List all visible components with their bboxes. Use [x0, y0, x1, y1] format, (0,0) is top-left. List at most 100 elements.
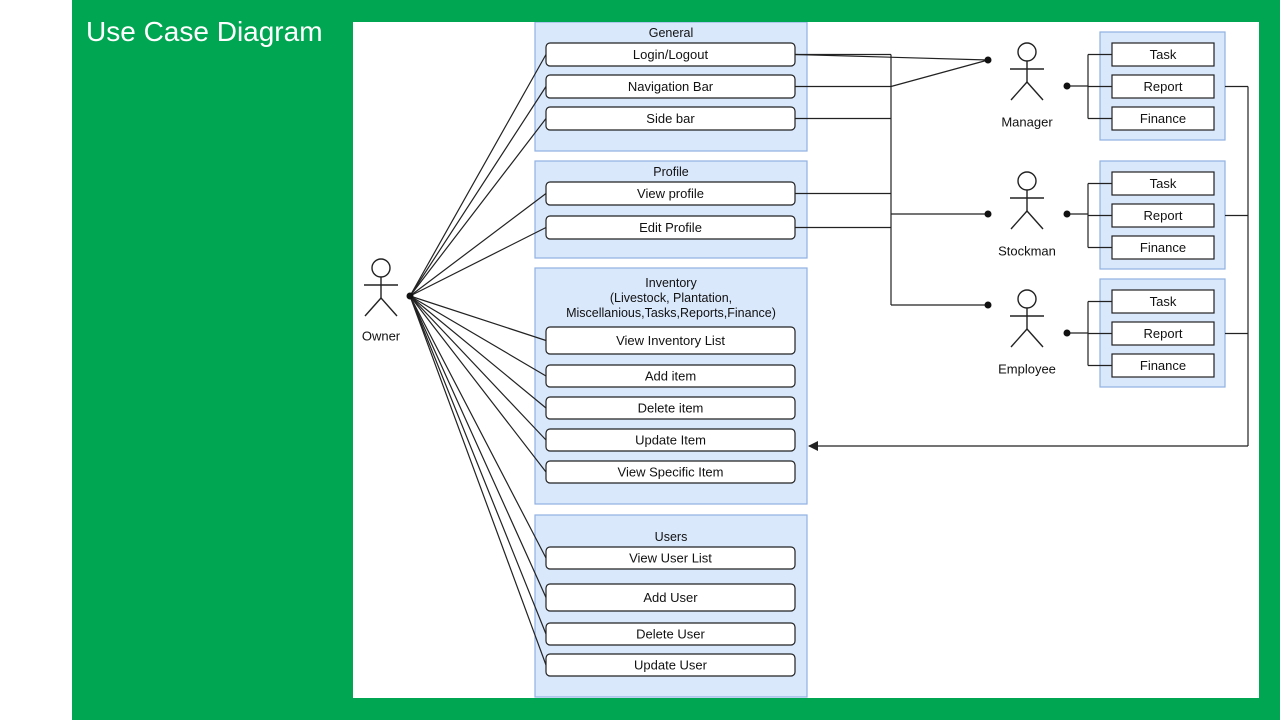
owner-association [409, 193, 547, 297]
actor-leg [380, 297, 398, 317]
use-case: Navigation Bar [545, 74, 796, 99]
role-use-case: Report [1111, 321, 1215, 346]
role-use-case-box [1111, 42, 1215, 67]
use-case-box [545, 42, 796, 67]
actor-name: Employee [998, 362, 1056, 377]
use-case: Add item [545, 364, 796, 388]
use-case-box [545, 460, 796, 484]
manager-link [890, 59, 989, 88]
use-case-label: Delete User [636, 627, 705, 642]
use-case-box [545, 622, 796, 646]
group-title: General [649, 26, 693, 40]
owner-actor [364, 258, 398, 317]
owner-association [409, 295, 547, 342]
actor-head [1017, 171, 1037, 191]
role-connector-dot [1063, 82, 1071, 90]
use-case-label: Navigation Bar [628, 79, 714, 94]
role-use-case-label: Report [1143, 208, 1182, 223]
use-case-box [545, 364, 796, 388]
role-use-case-label: Task [1150, 47, 1177, 62]
group-title: Users [655, 530, 688, 544]
actor-leg [364, 297, 382, 317]
use-case: Login/Logout [545, 42, 796, 67]
role-use-case-label: Report [1143, 79, 1182, 94]
role-use-case-label: Finance [1140, 358, 1186, 373]
use-case-box [545, 546, 796, 570]
owner-association [409, 86, 547, 297]
actor-leg [1010, 81, 1028, 101]
use-case-label: View User List [629, 551, 712, 566]
actor-name: Owner [362, 329, 401, 344]
use-case-label: Edit Profile [639, 220, 702, 235]
use-case-box [545, 653, 796, 677]
role-use-case-box [1111, 203, 1215, 228]
use-case: Edit Profile [545, 215, 796, 240]
use-case-label: View Specific Item [618, 465, 724, 480]
actor-name: Stockman [998, 244, 1056, 259]
use-case-label: View profile [637, 186, 704, 201]
use-case: Add User [545, 583, 796, 612]
role-use-case: Finance [1111, 353, 1215, 378]
role-actor [1010, 289, 1044, 348]
use-case-box [545, 74, 796, 99]
role-use-case: Finance [1111, 106, 1215, 131]
role-connector-dot [1063, 210, 1071, 218]
owner-association [409, 295, 547, 598]
use-case: View User List [545, 546, 796, 570]
role-use-case-label: Finance [1140, 111, 1186, 126]
actor-head [1017, 289, 1037, 309]
actor-leg [1026, 210, 1044, 230]
role-use-case: Task [1111, 289, 1215, 314]
group-box [534, 160, 808, 259]
owner-association [409, 295, 547, 377]
owner-association [409, 226, 547, 297]
role-use-case: Finance [1111, 235, 1215, 260]
role-use-case-label: Report [1143, 326, 1182, 341]
use-case-box [545, 428, 796, 452]
owner-association [409, 295, 547, 666]
group-title: Profile [653, 165, 688, 179]
use-case: View Specific Item [545, 460, 796, 484]
actor-leg [1010, 210, 1028, 230]
use-case-label: Login/Logout [633, 47, 709, 62]
owner-association [409, 295, 547, 441]
use-case-label: Update Item [635, 433, 706, 448]
group-title: Inventory [645, 276, 697, 290]
manager-link [794, 53, 989, 61]
role-use-case: Report [1111, 74, 1215, 99]
role-connector-dot [984, 56, 992, 64]
role-use-case-box [1111, 171, 1215, 196]
use-case-box [545, 106, 796, 131]
owner-association [409, 118, 547, 297]
role-actor [1010, 171, 1044, 230]
role-use-case-box [1111, 289, 1215, 314]
role-connector-dot [984, 210, 992, 218]
role-use-case: Report [1111, 203, 1215, 228]
owner-association [409, 295, 547, 473]
group-title: (Livestock, Plantation, [610, 291, 732, 305]
use-case: Delete User [545, 622, 796, 646]
actor-name: Manager [1001, 115, 1053, 130]
role-use-case-box [1111, 353, 1215, 378]
role-use-case-box [1111, 321, 1215, 346]
owner-association [409, 54, 547, 297]
use-case-box [545, 396, 796, 420]
use-case-box [545, 326, 796, 355]
use-case-box [545, 215, 796, 240]
actor-leg [1010, 328, 1028, 348]
actor-head [371, 258, 391, 278]
use-case: View Inventory List [545, 326, 796, 355]
use-case: Side bar [545, 106, 796, 131]
use-case: Delete item [545, 396, 796, 420]
owner-association [409, 295, 547, 559]
actor-leg [1026, 81, 1044, 101]
use-case-label: Side bar [646, 111, 695, 126]
role-use-case-label: Task [1150, 294, 1177, 309]
role-use-case: Task [1111, 42, 1215, 67]
use-case-box [545, 583, 796, 612]
role-use-case-label: Task [1150, 176, 1177, 191]
group-title: Miscellanious,Tasks,Reports,Finance) [566, 306, 776, 320]
use-case-label: Add item [645, 369, 696, 384]
role-connector-dot [984, 301, 992, 309]
